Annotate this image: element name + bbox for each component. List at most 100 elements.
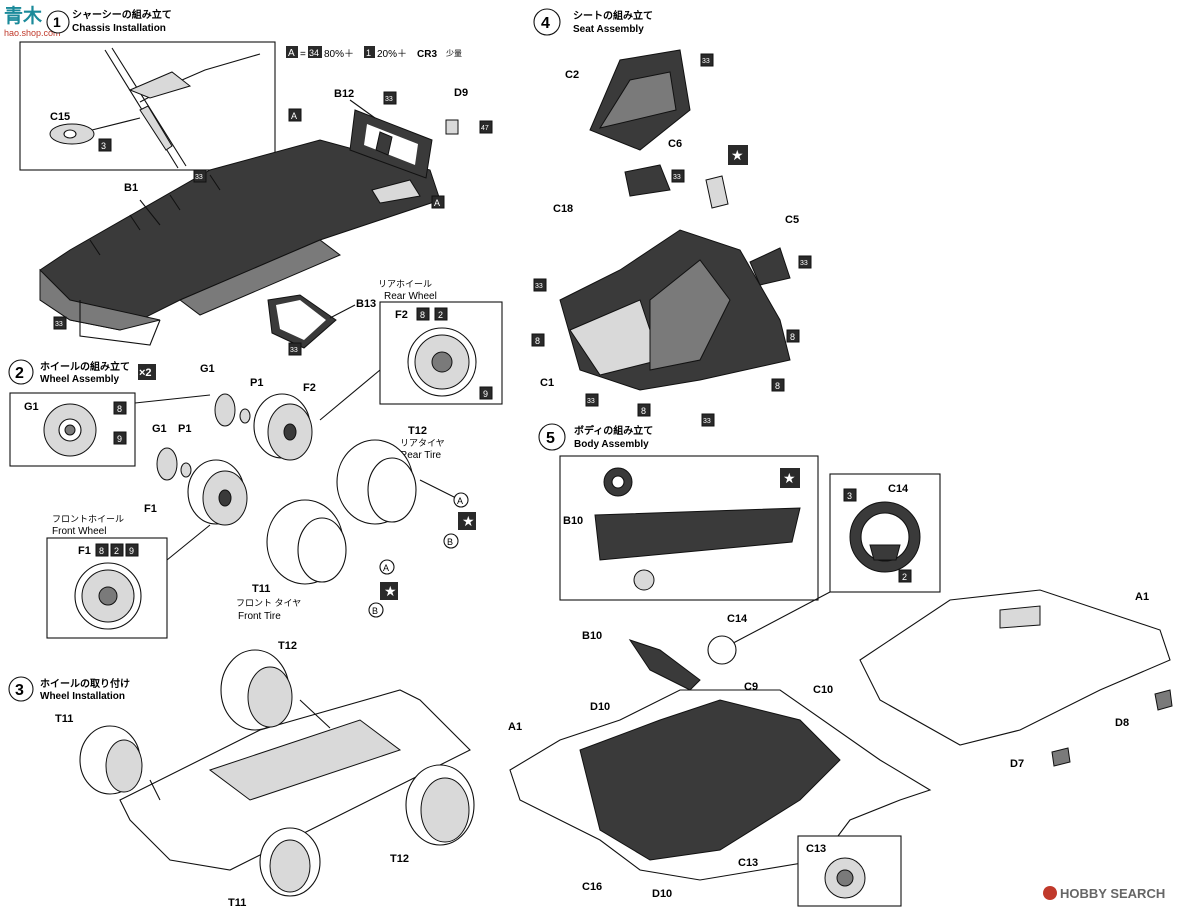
svg-text:33: 33 xyxy=(385,96,393,103)
svg-text:C1: C1 xyxy=(540,377,554,389)
svg-text:D8: D8 xyxy=(1115,717,1129,729)
svg-text:C2: C2 xyxy=(565,69,579,81)
svg-text:2: 2 xyxy=(15,365,24,382)
svg-text:Wheel Installation: Wheel Installation xyxy=(40,691,125,702)
svg-text:B10: B10 xyxy=(582,630,602,642)
svg-text:T11: T11 xyxy=(228,897,246,909)
step-1-en: Chassis Installation xyxy=(72,23,166,34)
step-5: 5 ボディの組み立て Body Assembly B10 ★ C14 3 2 B… xyxy=(508,423,1173,907)
paint-key: A xyxy=(288,48,295,59)
svg-text:フロント タイヤ: フロント タイヤ xyxy=(236,598,301,608)
svg-text:9: 9 xyxy=(129,546,134,556)
svg-text:リアタイヤ: リアタイヤ xyxy=(400,438,445,448)
svg-text:3: 3 xyxy=(15,682,24,699)
svg-text:2: 2 xyxy=(902,572,907,582)
svg-text:★: ★ xyxy=(731,147,744,163)
svg-text:8: 8 xyxy=(99,546,104,556)
svg-text:G1: G1 xyxy=(200,363,215,375)
svg-text:F1: F1 xyxy=(144,503,157,515)
svg-text:F2: F2 xyxy=(395,309,408,321)
svg-text:33: 33 xyxy=(535,283,543,290)
svg-text:8: 8 xyxy=(535,336,540,346)
svg-text:33: 33 xyxy=(195,174,203,181)
svg-text:3: 3 xyxy=(847,491,852,501)
svg-text:ホイールの組み立て: ホイールの組み立て xyxy=(40,360,130,373)
svg-text:9: 9 xyxy=(117,434,122,444)
svg-text:C5: C5 xyxy=(785,214,799,226)
svg-text:D7: D7 xyxy=(1010,758,1024,770)
step-3: 3 ホイールの取り付け Wheel Installation T11 T12 T… xyxy=(8,640,475,909)
svg-text:A: A xyxy=(434,198,440,208)
svg-text:Wheel Assembly: Wheel Assembly xyxy=(40,374,120,385)
svg-text:F1: F1 xyxy=(78,545,91,557)
svg-text:リアホイール: リアホイール xyxy=(378,279,432,289)
step-2: 2 ホイールの組み立て Wheel Assembly ×2 G1 8 9 G1 … xyxy=(8,279,503,639)
svg-text:T11: T11 xyxy=(55,713,73,725)
svg-text:D10: D10 xyxy=(590,701,610,713)
svg-text:47: 47 xyxy=(481,125,489,132)
svg-text:3: 3 xyxy=(101,141,106,151)
svg-text:8: 8 xyxy=(790,332,795,342)
svg-text:A: A xyxy=(383,563,389,573)
svg-text:5: 5 xyxy=(546,430,555,447)
svg-text:C18: C18 xyxy=(553,203,573,215)
svg-text:B13: B13 xyxy=(356,298,376,310)
svg-text:2: 2 xyxy=(438,310,443,320)
watermark-site: hao.shop.com xyxy=(4,28,61,38)
svg-text:×2: ×2 xyxy=(139,367,152,379)
svg-text:Seat Assembly: Seat Assembly xyxy=(573,24,644,35)
svg-text:A: A xyxy=(291,111,297,121)
svg-text:C13: C13 xyxy=(738,857,758,869)
svg-text:C16: C16 xyxy=(582,881,602,893)
d9-part xyxy=(445,119,459,135)
paint-b-pct: 20%＋ xyxy=(377,49,407,60)
svg-text:Rear Tire: Rear Tire xyxy=(400,450,442,461)
svg-text:B10: B10 xyxy=(563,515,583,527)
svg-text:A: A xyxy=(457,496,463,506)
svg-text:33: 33 xyxy=(703,418,711,425)
hobby-search-text: HOBBY SEARCH xyxy=(1060,886,1165,901)
svg-text:★: ★ xyxy=(384,583,397,599)
paint-c: CR3 xyxy=(417,49,437,60)
svg-text:P1: P1 xyxy=(178,423,191,435)
svg-text:A1: A1 xyxy=(508,721,522,733)
step-1-badge xyxy=(46,10,70,34)
svg-text:P1: P1 xyxy=(250,377,263,389)
c15-label: C15 xyxy=(50,111,70,123)
svg-text:T12: T12 xyxy=(390,853,409,865)
svg-text:D10: D10 xyxy=(652,888,672,900)
svg-text:少量: 少量 xyxy=(446,49,462,58)
top-watermark: 青木 hao.shop.com xyxy=(4,4,61,38)
svg-text:★: ★ xyxy=(783,470,796,486)
watermark-logo: 青木 xyxy=(4,4,43,27)
svg-text:D9: D9 xyxy=(454,87,468,99)
svg-text:34: 34 xyxy=(309,48,319,58)
step-4: 4 シートの組み立て Seat Assembly C2 33 C6 33 ★ C… xyxy=(531,8,812,427)
step-1: 1 シャーシーの組み立て Chassis Installation C15 3 … xyxy=(19,8,493,356)
chassis-tab-part xyxy=(128,71,192,99)
svg-text:8: 8 xyxy=(641,406,646,416)
svg-text:B: B xyxy=(372,606,378,616)
svg-text:33: 33 xyxy=(673,174,681,181)
svg-text:B: B xyxy=(447,537,453,547)
svg-text:B1: B1 xyxy=(124,182,138,194)
svg-text:33: 33 xyxy=(587,398,595,405)
svg-text:T12: T12 xyxy=(278,640,297,652)
svg-text:G1: G1 xyxy=(24,401,39,413)
svg-text:33: 33 xyxy=(290,347,298,354)
body-upper-a1 xyxy=(859,589,1171,746)
dashboard-b10 xyxy=(594,507,801,561)
svg-text:C10: C10 xyxy=(813,684,833,696)
svg-text:Front Tire: Front Tire xyxy=(238,611,281,622)
svg-text:シートの組み立て: シートの組み立て xyxy=(573,9,653,22)
svg-text:1: 1 xyxy=(366,48,371,58)
step-1-number: 1 xyxy=(53,14,61,30)
svg-text:C9: C9 xyxy=(744,681,758,693)
svg-text:F2: F2 xyxy=(303,382,316,394)
step-1-jp: シャーシーの組み立て xyxy=(72,8,172,21)
svg-text:8: 8 xyxy=(775,381,780,391)
svg-text:Front Wheel: Front Wheel xyxy=(52,526,106,537)
svg-text:A1: A1 xyxy=(1135,591,1149,603)
